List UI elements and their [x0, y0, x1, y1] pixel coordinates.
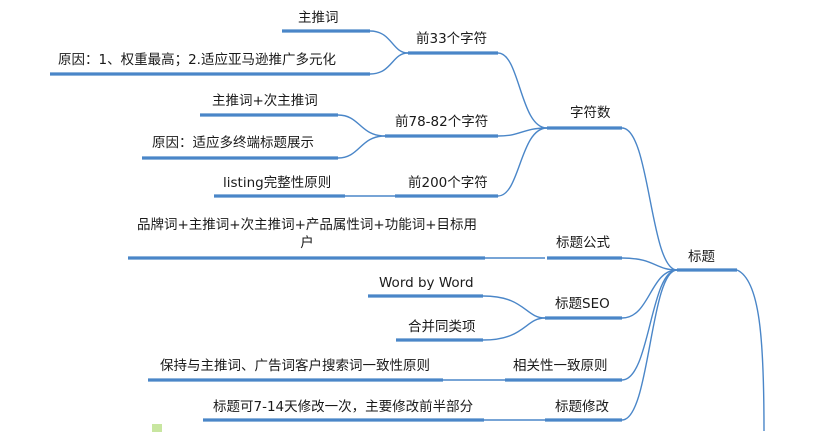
- leaf-modify-frequency[interactable]: 标题可7-14天修改一次，主要修改前半部分: [213, 399, 474, 415]
- subtopic-first-200-chars[interactable]: 前200个字符: [408, 175, 488, 191]
- marker-flag-icon: [152, 424, 162, 432]
- topic-title-modify[interactable]: 标题修改: [555, 399, 609, 415]
- leaf-keep-consistent[interactable]: 保持与主推词、广告词客户搜索词一致性原则: [160, 358, 430, 374]
- subtopic-first-33-chars[interactable]: 前33个字符: [416, 31, 488, 47]
- leaf-main-secondary-keyword[interactable]: 主推词+次主推词: [212, 93, 318, 109]
- leaf-word-by-word[interactable]: Word by Word: [379, 275, 474, 291]
- subtopic-first-78-82-chars[interactable]: 前78-82个字符: [395, 114, 489, 130]
- leaf-reason-multi-device[interactable]: 原因：适应多终端标题展示: [152, 135, 314, 151]
- topic-char-count[interactable]: 字符数: [570, 105, 611, 121]
- leaf-reason-weight[interactable]: 原因：1、权重最高；2.适应亚马逊推广多元化: [58, 52, 336, 68]
- leaf-title-formula[interactable]: 品牌词+主推词+次主推词+产品属性词+功能词+目标用户: [136, 217, 478, 251]
- topic-title-seo[interactable]: 标题SEO: [555, 296, 610, 312]
- leaf-main-keyword[interactable]: 主推词: [298, 10, 339, 26]
- topic-title-formula[interactable]: 标题公式: [556, 235, 610, 251]
- root-topic-title[interactable]: 标题: [688, 249, 715, 265]
- leaf-merge-similar[interactable]: 合并同类项: [408, 319, 476, 335]
- leaf-listing-integrity[interactable]: listing完整性原则: [223, 175, 332, 191]
- topic-relevance-consistency[interactable]: 相关性一致原则: [513, 358, 608, 374]
